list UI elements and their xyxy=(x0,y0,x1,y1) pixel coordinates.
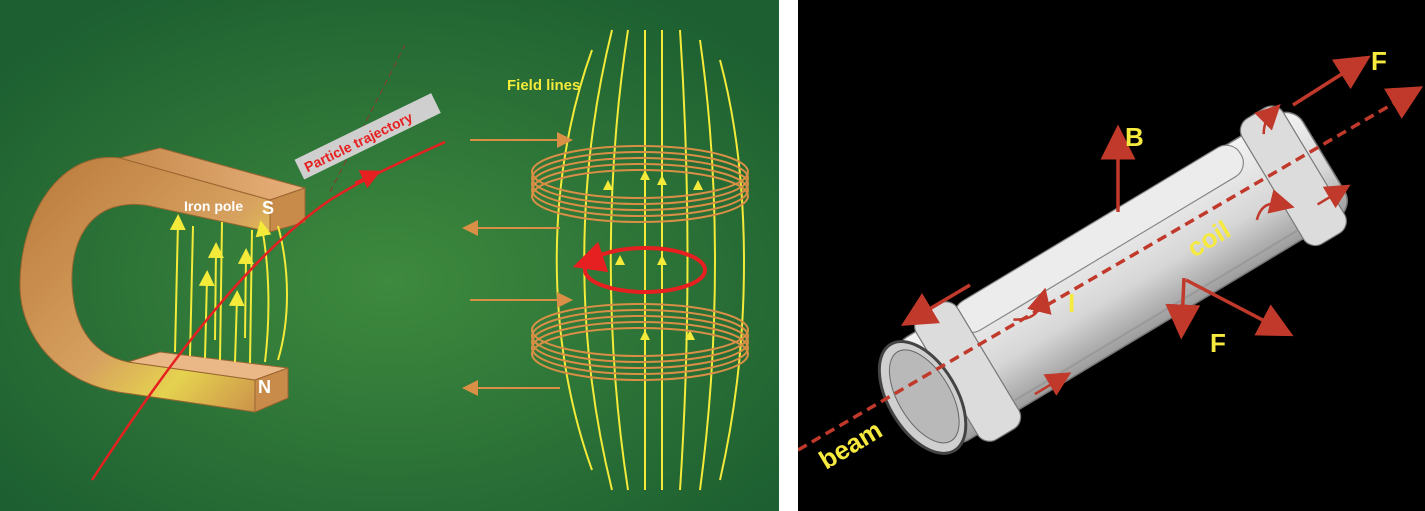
particle-trajectory: Particle trajectory xyxy=(90,44,446,481)
current-arrow-bottom xyxy=(1034,372,1072,396)
force-arrow-side xyxy=(1185,278,1294,337)
force-arrow-top xyxy=(1292,55,1371,107)
coil-field-lines xyxy=(555,29,745,491)
current-arrow-right xyxy=(1255,189,1295,221)
coil-field-arrows xyxy=(603,170,703,340)
coil-force-svg: B F F coil I beam xyxy=(798,0,1425,511)
south-pole-label: N xyxy=(258,377,271,397)
particle-orbit xyxy=(572,241,707,294)
upper-coil xyxy=(462,132,749,236)
left-background xyxy=(0,0,779,511)
lower-coil xyxy=(462,292,749,396)
iron-pole-label: Iron pole xyxy=(184,198,243,214)
b-label: B xyxy=(1125,122,1144,152)
c-magnet xyxy=(19,147,307,413)
dipole-magnet-svg: S N Iron pole Particle trajectory xyxy=(0,0,779,511)
force-arrow-down xyxy=(1165,277,1201,340)
force-arrow-left xyxy=(900,283,971,326)
field-lines-label: Field lines xyxy=(507,77,580,94)
f-bottom-label: F xyxy=(1210,328,1226,358)
trajectory-label-box xyxy=(294,93,441,180)
north-pole-label: S xyxy=(262,198,274,218)
dipole-magnet-figure: S N Iron pole Particle trajectory xyxy=(0,0,779,511)
beam-arrow xyxy=(798,86,1424,452)
current-label: I xyxy=(1068,288,1075,318)
current-arrow-center xyxy=(1013,287,1052,321)
f-top-label: F xyxy=(1371,46,1387,76)
coil-force-figure: B F F coil I beam xyxy=(798,0,1425,511)
